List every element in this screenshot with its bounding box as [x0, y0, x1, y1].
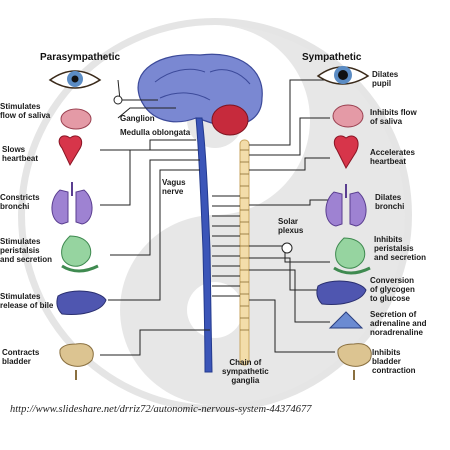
label-adrenaline-secretion: Secretion of adrenaline and noradrenalin…	[370, 310, 427, 337]
sympathetic-chain	[239, 139, 250, 366]
label-medulla-oblongata: Medulla oblongata	[120, 128, 191, 137]
right-stomach-intestine	[333, 237, 371, 275]
left-heart	[58, 135, 83, 167]
label-vagus-nerve: Vagus nerve	[162, 178, 186, 196]
label-slows-heartbeat: Slows heartbeat	[2, 145, 39, 163]
label-inhibits-saliva: Inhibits flow of saliva	[370, 108, 417, 126]
right-adrenal	[328, 311, 364, 329]
cerebellum	[211, 104, 249, 136]
label-stimulates-peristalsis: Stimulates peristalsis and secretion	[0, 237, 53, 264]
left-eye	[48, 70, 102, 89]
right-lungs	[325, 184, 367, 227]
label-solar-plexus: Solar plexus	[278, 217, 304, 235]
ganglion-node	[113, 95, 123, 105]
source-url: http://www.slideshare.net/drriz72/autono…	[10, 404, 312, 415]
label-inhibits-bladder: Inhibits bladder contraction	[372, 348, 416, 375]
label-accelerates-heartbeat: Accelerates heartbeat	[370, 148, 415, 166]
parasympathetic-nerves	[100, 79, 210, 356]
label-constricts-bronchi: Constricts bronchi	[0, 193, 40, 211]
right-salivary-gland	[332, 104, 364, 128]
label-ganglion: Ganglion	[120, 114, 155, 123]
label-chain-ganglia: Chain of sympathetic ganglia	[222, 358, 269, 385]
left-lungs	[51, 182, 93, 225]
left-bladder	[59, 343, 94, 380]
label-contracts-bladder: Contracts bladder	[2, 348, 40, 366]
left-stomach-intestine	[61, 235, 99, 273]
parasympathetic-heading: Parasympathetic	[40, 52, 121, 63]
right-eye	[316, 66, 370, 85]
sympathetic-heading: Sympathetic	[302, 52, 362, 63]
spine-chain-connectors	[212, 195, 240, 297]
label-release-of-bile: Stimulates release of bile	[0, 292, 54, 310]
label-inhibits-peristalsis: Inhibits peristalsis and secretion	[374, 235, 427, 262]
label-stimulates-saliva: Stimulates flow of saliva	[0, 102, 51, 120]
spinal-cord	[195, 117, 213, 373]
right-bladder	[337, 343, 372, 380]
label-glycogen-conversion: Conversion of glycogen to glucose	[370, 276, 415, 303]
right-liver	[316, 280, 367, 305]
right-heart	[333, 135, 359, 170]
sympathetic-nerves	[249, 79, 335, 353]
left-salivary-gland	[60, 108, 92, 130]
label-dilates-bronchi: Dilates bronchi	[375, 193, 405, 211]
left-liver	[56, 290, 107, 315]
label-dilates-pupil: Dilates pupil	[372, 70, 399, 88]
